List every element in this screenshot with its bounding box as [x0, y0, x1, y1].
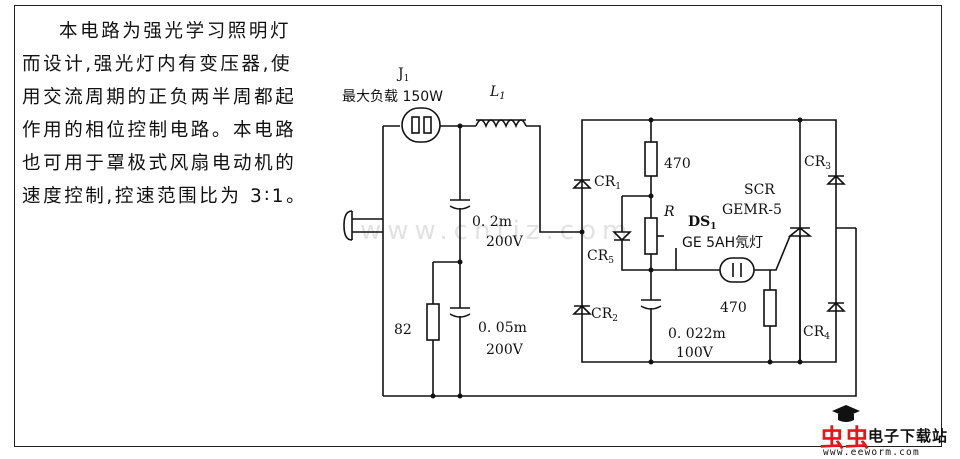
- description-text: 本电路为强光学习照明灯而设计,强光灯内有变压器,使用交流周期的正负两半周都起作用…: [22, 15, 312, 213]
- r82-symbol: [426, 303, 440, 341]
- c3-value-label: 0. 022m: [668, 326, 726, 342]
- r470-top-symbol: [644, 141, 658, 177]
- cr5-diode: [612, 231, 632, 242]
- l1-label: L1: [489, 84, 506, 102]
- plug-prongs: [352, 218, 383, 233]
- logo-name: 电子下载站: [868, 427, 949, 445]
- junction-dot: [648, 267, 654, 273]
- cr4-label: CR4: [803, 324, 830, 342]
- c3-symbol: [640, 299, 662, 310]
- description-paragraph: 本电路为强光学习照明灯而设计,强光灯内有变压器,使用交流周期的正负两半周都起作用…: [22, 21, 308, 207]
- j1-label: J1: [396, 66, 409, 84]
- ds1-electrodes: [732, 263, 742, 277]
- bridge-right-loop: [800, 119, 837, 363]
- junction-dot: [767, 359, 773, 365]
- r470-top-label: 470: [664, 156, 691, 172]
- j1-breaker-symbol: [401, 107, 441, 143]
- r470-bottom-symbol: [763, 289, 777, 327]
- wire-cr5-bottom: [621, 240, 676, 271]
- r82-value-label: 82: [394, 322, 412, 338]
- l1-inductor-symbol: [475, 119, 527, 129]
- c1-value-label: 0. 2m: [472, 214, 512, 230]
- wire-l1-to-bridge: [526, 125, 582, 233]
- cr1-label: CR1: [594, 174, 621, 192]
- wire-bottom-return: [383, 228, 857, 397]
- plug-body: [343, 210, 353, 241]
- cr5-label: CR5: [587, 248, 614, 266]
- c1-voltage-label: 200V: [486, 234, 524, 250]
- cr2-diode: [572, 304, 592, 315]
- c2-voltage-label: 200V: [486, 342, 524, 358]
- pot-r-symbol: [644, 217, 658, 255]
- wire-neon-to-gate: [754, 235, 791, 271]
- ds1-label: DS1: [688, 214, 717, 232]
- ds1-neon-lamp: [719, 257, 755, 283]
- junction-dot: [648, 359, 654, 365]
- c2-value-label: 0. 05m: [478, 320, 527, 336]
- ds1-desc-label: GE 5AH氖灯: [682, 235, 763, 251]
- logo-brand: 虫虫: [820, 424, 870, 452]
- j1-left-contact: [411, 116, 420, 134]
- scr-part-label: GEMR-5: [722, 202, 782, 218]
- junction-dot: [648, 117, 654, 123]
- c2-symbol: [449, 307, 471, 318]
- junction-dot: [430, 393, 436, 399]
- junction-dot: [797, 117, 803, 123]
- junction-dot: [648, 193, 654, 199]
- junction-dot: [797, 359, 803, 365]
- junction-dot: [457, 259, 463, 265]
- logo-url: www.eeworm.com: [823, 447, 920, 458]
- j1-rating-label: 最大负载 150W: [342, 89, 443, 105]
- j1-right-contact: [423, 116, 432, 134]
- cr4-diode: [826, 301, 846, 312]
- c3-voltage-label: 100V: [676, 345, 714, 361]
- cr3-diode: [826, 174, 846, 185]
- pot-r-label: R: [663, 204, 675, 220]
- c1-symbol: [449, 199, 471, 210]
- junction-dot: [579, 229, 585, 235]
- cr2-label: CR2: [591, 306, 618, 324]
- graduation-cap-icon: [832, 405, 860, 422]
- junction-dot: [457, 393, 463, 399]
- junction-dot: [457, 123, 463, 129]
- scr-label: SCR: [744, 182, 775, 198]
- diagram-frame: [14, 5, 942, 447]
- r470-bottom-label: 470: [720, 300, 747, 316]
- cr3-label: CR3: [804, 154, 831, 172]
- wire-to-neon: [675, 248, 720, 271]
- cr1-diode: [572, 178, 592, 189]
